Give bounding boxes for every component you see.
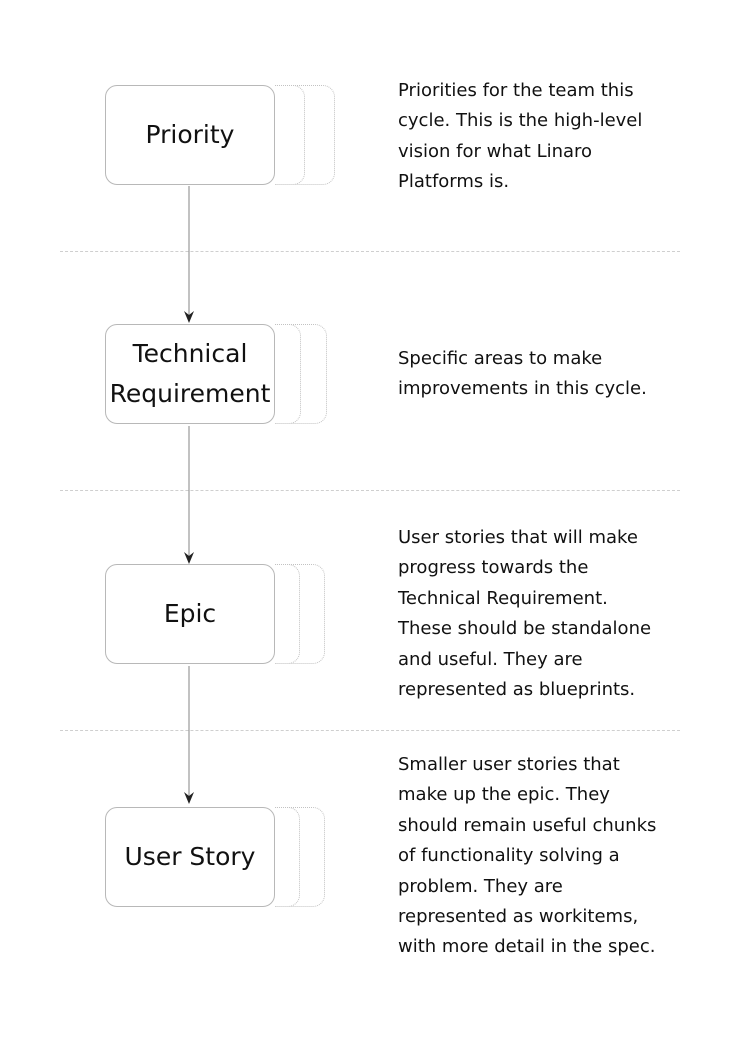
stage-divider: [60, 730, 680, 731]
stacked-card-outline: [275, 807, 325, 907]
priority-description: Priorities for the team this cycle. This…: [398, 80, 643, 193]
technical-requirement-description: Specific areas to make improvements in t…: [398, 348, 647, 400]
technical-requirement-box: Technical Requirement: [105, 324, 275, 424]
arrowhead-icon: [184, 311, 194, 323]
stacked-card-outline: [275, 807, 300, 907]
stacked-card-outline: [275, 564, 325, 664]
stacked-card-outline: [275, 324, 327, 424]
arrowhead-icon: [184, 552, 194, 564]
epic-label: Epic: [163, 599, 217, 628]
technical-requirement-label: Technical Requirement: [109, 339, 271, 408]
arrowhead-icon: [184, 792, 194, 804]
stacked-card-outline: [275, 85, 335, 185]
stage-divider: [60, 251, 680, 252]
stacked-card-outline: [275, 324, 301, 424]
user-story-label: User Story: [124, 842, 256, 871]
stacked-card-outline: [275, 85, 305, 185]
epic-description: User stories that will make progress tow…: [398, 527, 652, 701]
priority-label: Priority: [145, 120, 235, 149]
user-story-description: Smaller user stories that make up the ep…: [398, 754, 657, 958]
epic-box: Epic: [105, 564, 275, 664]
user-story-box: User Story: [105, 807, 275, 907]
priority-box: Priority: [105, 85, 275, 185]
stacked-card-outline: [275, 564, 300, 664]
stage-divider: [60, 490, 680, 491]
